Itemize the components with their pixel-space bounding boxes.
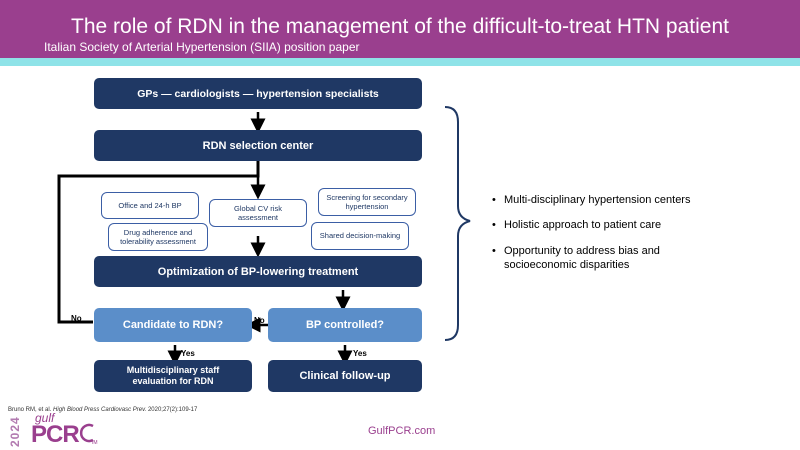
logo-pcr: PCR <box>31 421 80 448</box>
follow-up-box: Clinical follow-up <box>268 360 422 392</box>
logo-im: IM <box>92 440 98 446</box>
key-points-list: •Multi-disciplinary hypertension centers… <box>492 193 722 283</box>
key-point-item: •Opportunity to address bias and socioec… <box>492 244 660 271</box>
no-label-bp: No <box>254 316 265 325</box>
drug-adherence-box: Drug adherence and tolerability assessme… <box>108 223 208 251</box>
multidisciplinary-box: Multidisciplinary staff evaluation for R… <box>94 360 252 392</box>
yes-label-candidate: Yes <box>181 349 195 358</box>
no-label-feedback: No <box>71 314 82 323</box>
selection-center-box: RDN selection center <box>94 130 422 161</box>
right-brace <box>444 106 471 341</box>
global-cv-risk-box: Global CV risk assessment <box>209 199 307 227</box>
logo-gulf: gulf <box>35 411 55 425</box>
key-point-item: •Multi-disciplinary hypertension centers <box>492 194 691 206</box>
key-point-item: •Holistic approach to patient care <box>492 219 662 232</box>
optimization-box: Optimization of BP-lowering treatment <box>94 256 422 287</box>
screening-box: Screening for secondary hypertension <box>318 188 416 216</box>
website-url[interactable]: GulfPCR.com <box>368 425 436 437</box>
logo-year: 2024 <box>8 416 22 447</box>
yes-label-bp: Yes <box>353 349 367 358</box>
office-bp-box: Office and 24-h BP <box>101 192 199 219</box>
shared-decision-box: Shared decision-making <box>311 222 409 250</box>
bp-controlled-box: BP controlled? <box>268 308 422 342</box>
slide-title: The role of RDN in the management of the… <box>71 15 729 38</box>
feedback-loop-line <box>57 161 260 324</box>
candidate-rdn-box: Candidate to RDN? <box>94 308 252 342</box>
logo-swirl-icon <box>79 423 94 443</box>
accent-band <box>0 58 800 66</box>
specialists-box: GPs — cardiologists — hypertension speci… <box>94 78 422 109</box>
title-banner: The role of RDN in the management of the… <box>0 0 800 58</box>
reference-citation: Bruno RM, et al. High Blood Press Cardio… <box>8 407 198 413</box>
slide-subtitle: Italian Society of Arterial Hypertension… <box>44 40 360 54</box>
